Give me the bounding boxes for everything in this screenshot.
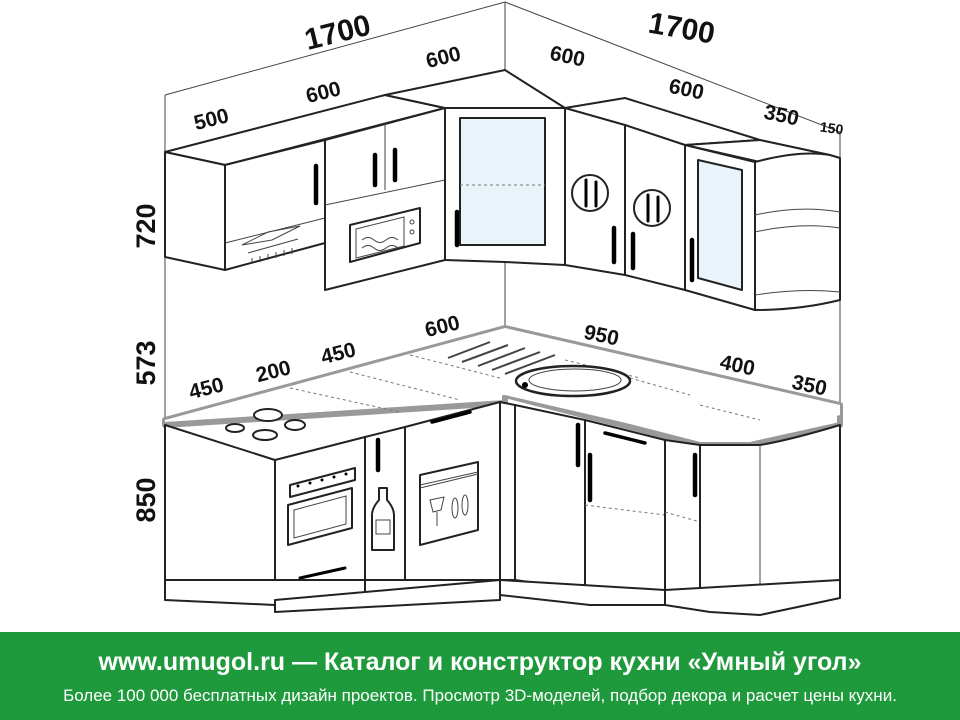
bottle-icon xyxy=(371,487,395,551)
dim-right-total: 1700 xyxy=(646,7,717,51)
dim-base-height: 850 xyxy=(131,477,161,522)
upper-cabinets xyxy=(164,69,841,311)
dim-upper-left-corner: 600 xyxy=(424,42,464,73)
cutlery-emblem-icon xyxy=(633,189,671,227)
base-cabinets xyxy=(164,401,841,616)
banner-headline-link[interactable]: www.umugol.ru — Каталог и конструктор ку… xyxy=(98,648,862,676)
upper-cabinet-hood xyxy=(164,151,226,271)
upper-end-shelf xyxy=(754,152,841,311)
kitchen-layout-drawing: 1700 1700 500 600 600 600 600 350 150 72… xyxy=(131,1,845,616)
dim-upper-left-1: 500 xyxy=(192,104,232,135)
dim-backsplash-height: 573 xyxy=(131,340,161,385)
right-glass-door xyxy=(697,159,743,291)
dim-upper-right-shelf: 150 xyxy=(819,119,845,138)
dim-upper-right-corner: 600 xyxy=(548,42,587,72)
promo-banner: www.umugol.ru — Каталог и конструктор ку… xyxy=(0,632,960,720)
dim-base-left-2: 200 xyxy=(254,356,294,387)
dim-upper-height: 720 xyxy=(131,203,161,248)
cooktop-icon xyxy=(225,408,306,441)
dim-upper-right-1: 600 xyxy=(667,75,706,105)
corner-glass-door xyxy=(459,117,546,246)
oven-icon xyxy=(287,467,356,580)
dim-upper-left-2: 600 xyxy=(304,77,344,108)
dim-left-total: 1700 xyxy=(301,9,374,57)
banner-subtitle: Более 100 000 бесплатных дизайн проектов… xyxy=(63,686,897,705)
cutlery-emblem-icon xyxy=(571,174,609,212)
sink-icon xyxy=(447,341,632,398)
dishwasher-icon xyxy=(419,461,479,546)
dim-base-left-3: 450 xyxy=(319,338,359,369)
dim-upper-right-2: 350 xyxy=(762,101,801,131)
dim-base-left-1: 450 xyxy=(187,373,227,404)
microwave-icon xyxy=(349,207,421,263)
range-hood-icon xyxy=(241,225,301,264)
dim-base-left-corner: 600 xyxy=(423,311,463,342)
